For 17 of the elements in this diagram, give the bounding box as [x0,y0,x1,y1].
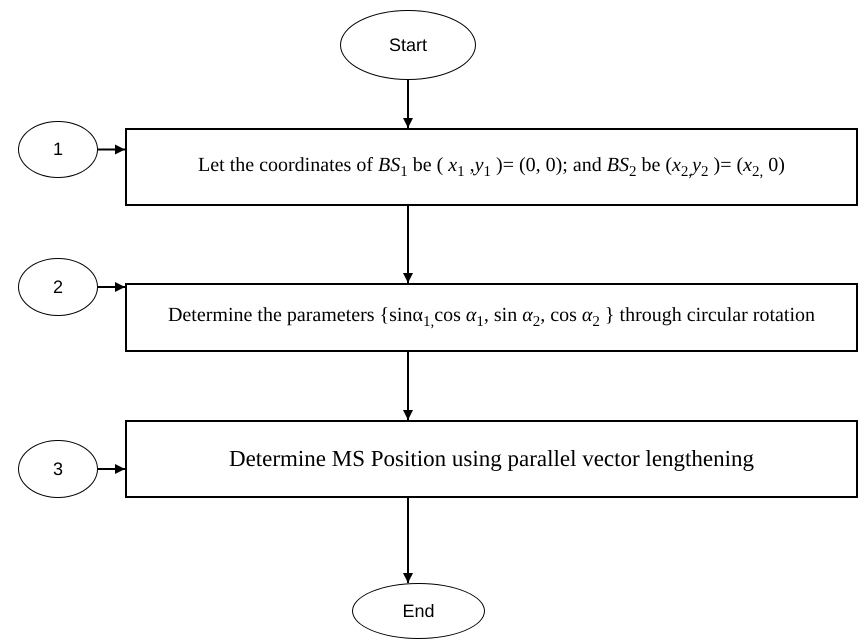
node-label: 1 [52,139,63,160]
step-text: Determine MS Position using parallel vector lengthening [228,445,754,474]
arrow [98,464,125,474]
node-label: 3 [52,458,63,480]
node-label: 2 [52,276,63,298]
arrow [98,282,125,292]
arrow [403,80,413,128]
arrow [98,144,125,154]
arrow [403,352,413,420]
node-label: Start [388,34,427,56]
process-box [125,283,858,352]
node-label: End [402,600,435,622]
process-box [125,128,858,206]
arrow [403,206,413,283]
step-text: Let the coordinates of BS$_{1}$ be ( x$_{1}$ ,y$_{1}$ )= (0, 0); and BS$_{2}$ be (x$_{2,}$y$_{2}$ )= (x$_{2,}$ 0) [198,152,785,182]
arrow [403,498,413,583]
process-box [125,420,858,498]
